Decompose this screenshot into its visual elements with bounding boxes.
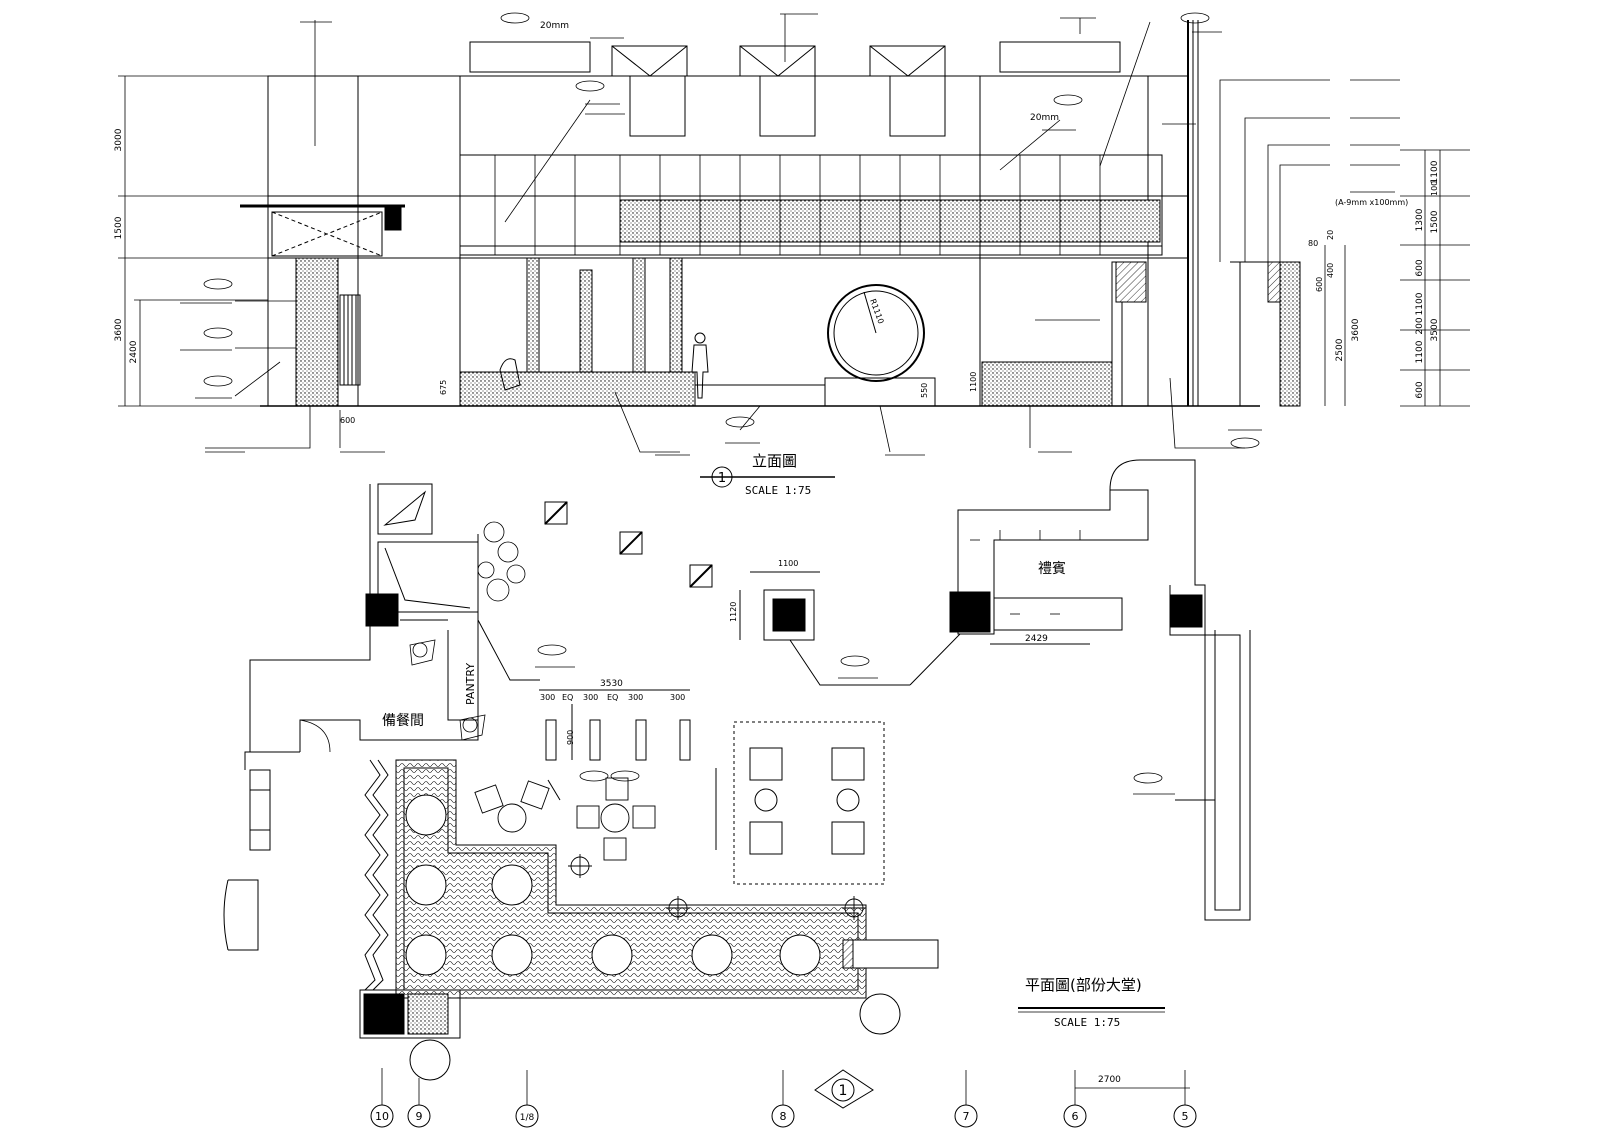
grid-label-8: 8 — [780, 1110, 787, 1123]
dim-right-2500: 2500 — [1335, 338, 1345, 361]
dim-right-200: 200 — [1415, 317, 1425, 334]
material-tag — [1053, 94, 1083, 106]
room-label-dining: 備餐間 — [382, 713, 424, 729]
material-tag — [575, 80, 605, 92]
material-tag — [203, 278, 233, 290]
grid-bubble: 10 — [370, 1104, 394, 1128]
dim-right-600-low: 600 — [1415, 381, 1425, 398]
round-window — [827, 284, 925, 382]
dim-right-3600: 3600 — [1351, 318, 1361, 341]
section-marker: 1 — [814, 1069, 874, 1109]
dim-right-1500: 1500 — [1430, 210, 1440, 233]
elevation-title-block: 1 立面圖 SCALE 1:75 — [700, 452, 835, 497]
dim-seg-3: 300 — [583, 693, 598, 702]
dim-seg-5: 300 — [628, 693, 643, 702]
trees — [405, 794, 901, 1081]
grid-bubble: 9 — [407, 1104, 431, 1128]
lounge-area — [733, 721, 885, 885]
dim-2700: 2700 — [1098, 1075, 1121, 1085]
grid-bubble: 1/8 — [515, 1104, 539, 1128]
material-tag — [1180, 12, 1210, 24]
material-tag — [1230, 437, 1260, 449]
material-tag — [500, 12, 530, 24]
dim-r1110: R1110 — [868, 298, 885, 325]
grid-bubble: 8 — [771, 1104, 795, 1128]
elevation-left-dimensions — [118, 75, 268, 407]
label-20mm-top: 20mm — [540, 21, 569, 31]
dim-1500: 1500 — [114, 216, 124, 239]
dim-right-20: 20 — [1326, 230, 1335, 240]
plan-title: 平面圖(部份大堂) — [1025, 976, 1142, 994]
material-tag — [725, 416, 755, 428]
dim-right-1100-top: 1100 — [1430, 160, 1440, 183]
dim-2429: 2429 — [1025, 634, 1048, 644]
dim-right-80: 80 — [1308, 239, 1318, 248]
plan-tags — [537, 644, 1163, 784]
dim-1100-counter: 1100 — [969, 372, 978, 392]
material-tag — [203, 375, 233, 387]
dim-seg-4: EQ — [607, 693, 618, 702]
dim-right-100: 100 — [1430, 181, 1439, 196]
grid-label-6: 6 — [1072, 1110, 1079, 1123]
dim-right-600-b: 600 — [1315, 277, 1324, 292]
dim-right-400: 400 — [1326, 263, 1335, 278]
seated-person — [409, 639, 486, 741]
dim-3000: 3000 — [114, 128, 124, 151]
dim-right-600: 600 — [1415, 259, 1425, 276]
dim-550: 550 — [920, 383, 929, 398]
dim-right-1100-mid: 1100 — [1415, 292, 1425, 315]
grid-bubble: 5 — [1173, 1104, 1197, 1128]
grid-lines — [381, 1068, 1186, 1106]
dim-600-base: 600 — [340, 416, 355, 425]
dim-seg-6: 300 — [670, 693, 685, 702]
dim-right-3500: 3500 — [1430, 318, 1440, 341]
label-20mm-right: 20mm — [1030, 113, 1059, 123]
material-tag — [203, 327, 233, 339]
dim-right-1100-low: 1100 — [1415, 340, 1425, 363]
plan-drawing — [223, 459, 1251, 1081]
dim-900: 900 — [566, 730, 575, 745]
elevation-right-dimensions — [1324, 149, 1470, 407]
elevation-scale: SCALE 1:75 — [745, 484, 811, 497]
elevation-ref-number: 1 — [718, 471, 726, 486]
dim-675: 675 — [439, 380, 448, 395]
dim-2400: 2400 — [129, 340, 139, 363]
column-block — [365, 593, 399, 627]
person-figure — [691, 332, 709, 399]
grid-label-7: 7 — [963, 1110, 970, 1123]
dim-seg-2: EQ — [562, 693, 573, 702]
grid-bubble: 7 — [954, 1104, 978, 1128]
dim-1100: 1100 — [778, 559, 798, 568]
dim-1120: 1120 — [729, 602, 738, 622]
grid-bubble: 6 — [1063, 1104, 1087, 1128]
elevation-drawing — [240, 20, 1301, 407]
section-marker-number: 1 — [839, 1083, 848, 1099]
dim-3530: 3530 — [600, 679, 623, 689]
light-fixtures — [545, 719, 691, 761]
plant-cluster — [477, 521, 526, 602]
elevation-title: 立面圖 — [752, 452, 797, 470]
room-label-pantry: PANTRY — [464, 663, 477, 705]
grid-label-10: 10 — [375, 1110, 389, 1123]
grid-label-9: 9 — [416, 1110, 423, 1123]
grid-label-5: 5 — [1182, 1110, 1189, 1123]
plan-annotation-placeholders — [535, 666, 1175, 795]
elevation-annotations — [203, 12, 1330, 453]
annotation-text-placeholders — [180, 13, 1400, 456]
dim-right-1300: 1300 — [1415, 208, 1425, 231]
dim-seg-1: 300 — [540, 693, 555, 702]
dim-3600: 3600 — [114, 318, 124, 341]
plan-scale: SCALE 1:75 — [1054, 1016, 1120, 1029]
grid-label-1-8: 1/8 — [520, 1113, 535, 1123]
plan-title-block: 平面圖(部份大堂) SCALE 1:75 — [1018, 976, 1165, 1029]
label-9mm-panel: (A-9mm x100mm) — [1335, 198, 1408, 207]
stair-symbols — [544, 501, 713, 588]
room-label-service: 禮賓 — [1038, 560, 1066, 577]
dining-set — [474, 777, 866, 920]
